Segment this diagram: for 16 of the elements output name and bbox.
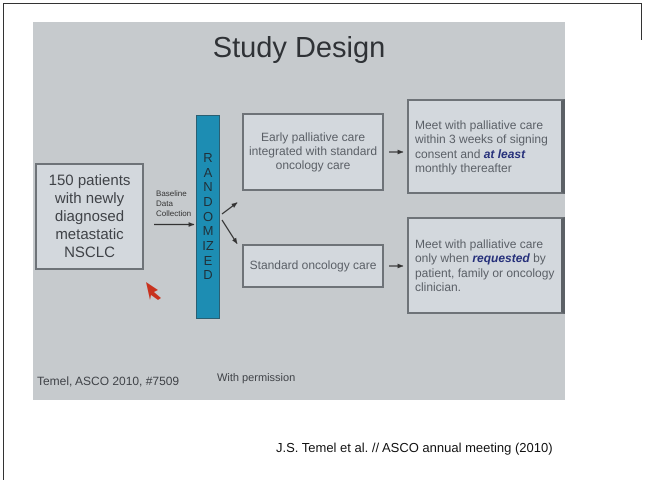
randomization-bar: RANDOMIZED [196,115,220,319]
arm-box: Early palliative care integrated with standard oncology care [242,113,384,191]
permission-note: With permission [217,372,296,384]
description-box: Meet with palliative care only when requested by patient, family or oncology clinician. [407,217,565,314]
arm-box: Standard oncology care [242,244,384,288]
arrow [389,264,404,268]
population-box: 150 patients with newly diagnosed metastatic NSCLC [35,163,144,270]
arrow [389,150,404,154]
citation: J.S. Temel et al. // ASCO annual meeting (2010) [276,440,553,455]
edge-label: Baseline Data Collection [156,188,192,218]
arrow [222,220,238,244]
description-box: Meet with palliative care within 3 weeks of signing consent and at least monthly thereafter [407,99,565,194]
arrow [222,202,238,214]
arrow [154,222,195,227]
source-note: Temel, ASCO 2010, #7509 [37,374,180,388]
slide-title: Study Design [212,32,386,65]
